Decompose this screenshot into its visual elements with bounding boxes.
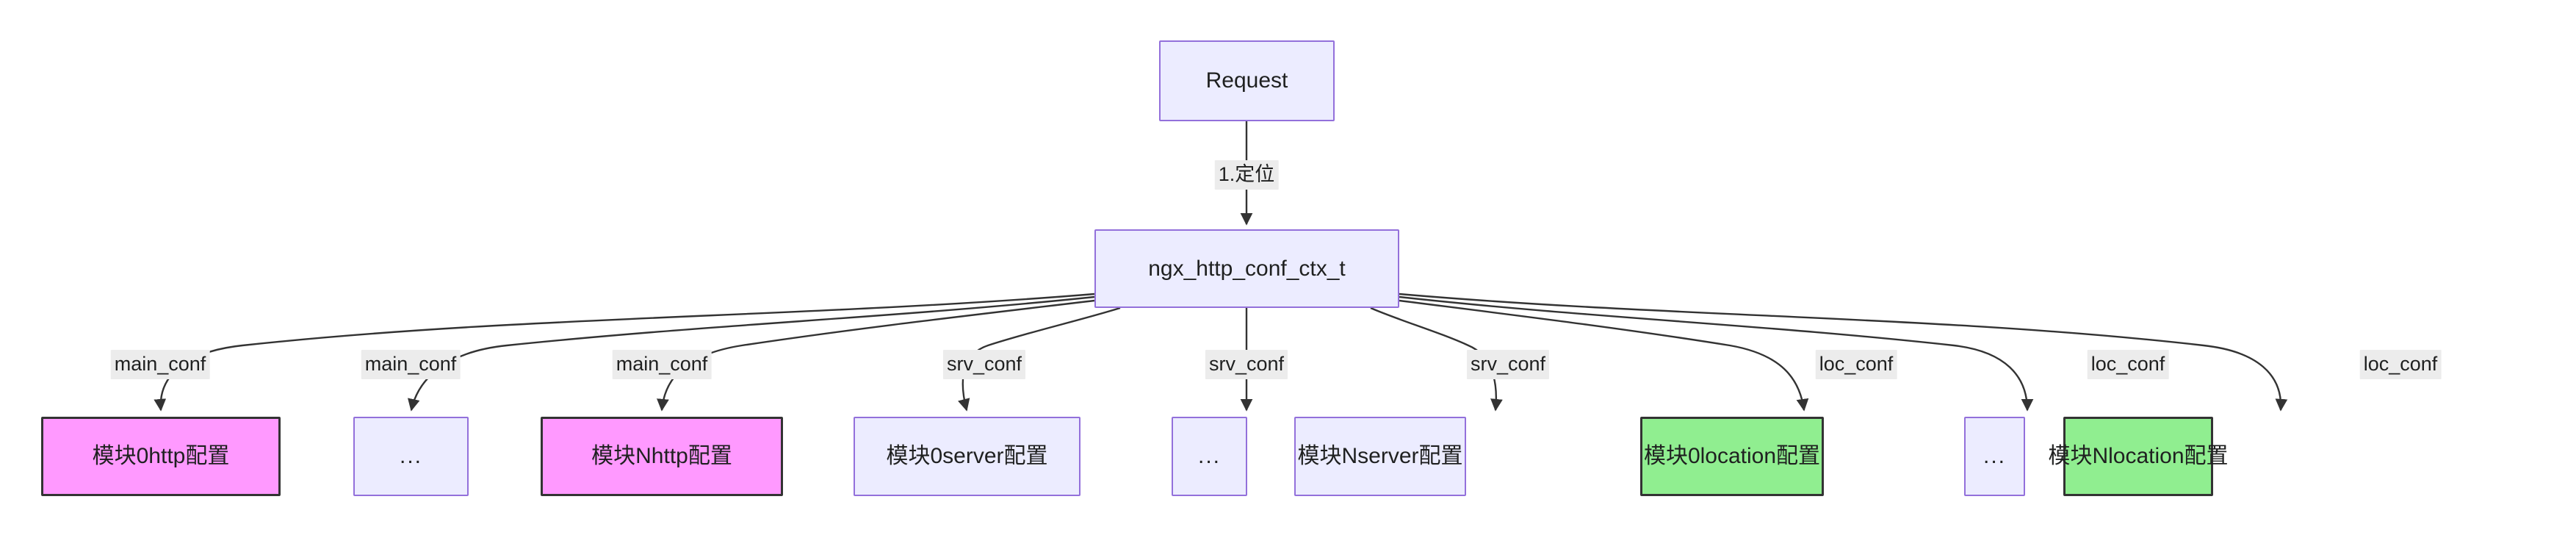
node-request[interactable]: Request: [1159, 40, 1335, 121]
node-srv-dots-label: ...: [1197, 444, 1221, 468]
edge-label-main-conf-1: main_conf: [361, 350, 461, 379]
node-request-label: Request: [1205, 68, 1288, 93]
node-loc0-label: 模块0location配置: [1643, 444, 1821, 468]
edge-label-main-conf-0: main_conf: [110, 350, 210, 379]
node-main-dots-label: ...: [399, 444, 422, 468]
edge-label-srv-conf-0: srv_conf: [942, 350, 1026, 379]
node-moduleN-server-conf[interactable]: 模块Nserver配置: [1294, 417, 1466, 496]
node-locN-label: 模块Nlocation配置: [2048, 444, 2229, 468]
node-loc-conf-ellipsis[interactable]: ...: [1964, 417, 2025, 496]
node-module0-http-conf[interactable]: 模块0http配置: [41, 417, 281, 496]
node-module0-server-conf[interactable]: 模块0server配置: [854, 417, 1080, 496]
edge-label-loc-conf-1: loc_conf: [2087, 350, 2169, 379]
edge-ctx-to-loc0: [1399, 299, 1809, 412]
node-srv-conf-ellipsis[interactable]: ...: [1172, 417, 1247, 496]
edge-label-loc-conf-0: loc_conf: [1815, 350, 1897, 379]
edge-label-loc-conf-2: loc_conf: [2359, 350, 2442, 379]
edge-ctx-to-mainN: [657, 299, 1095, 412]
node-main-conf-ellipsis[interactable]: ...: [353, 417, 469, 496]
edge-label-srv-conf-2: srv_conf: [1466, 350, 1550, 379]
node-ctx-label: ngx_http_conf_ctx_t: [1148, 256, 1346, 281]
node-loc-dots-label: ...: [1982, 444, 2006, 468]
edge-label-locate: 1.定位: [1214, 160, 1279, 190]
node-moduleN-location-conf[interactable]: 模块Nlocation配置: [2048, 417, 2229, 496]
edge-label-srv-conf-1: srv_conf: [1205, 350, 1288, 379]
node-module0-location-conf[interactable]: 模块0location配置: [1640, 417, 1824, 496]
node-main0-label: 模块0http配置: [92, 444, 230, 468]
node-moduleN-http-conf[interactable]: 模块Nhttp配置: [541, 417, 783, 496]
edge-label-main-conf-2: main_conf: [612, 350, 712, 379]
node-srvN-label: 模块Nserver配置: [1297, 444, 1463, 468]
node-ngx-http-conf-ctx-t[interactable]: ngx_http_conf_ctx_t: [1094, 229, 1399, 308]
node-mainN-label: 模块Nhttp配置: [591, 444, 732, 468]
node-srv0-label: 模块0server配置: [886, 444, 1048, 468]
